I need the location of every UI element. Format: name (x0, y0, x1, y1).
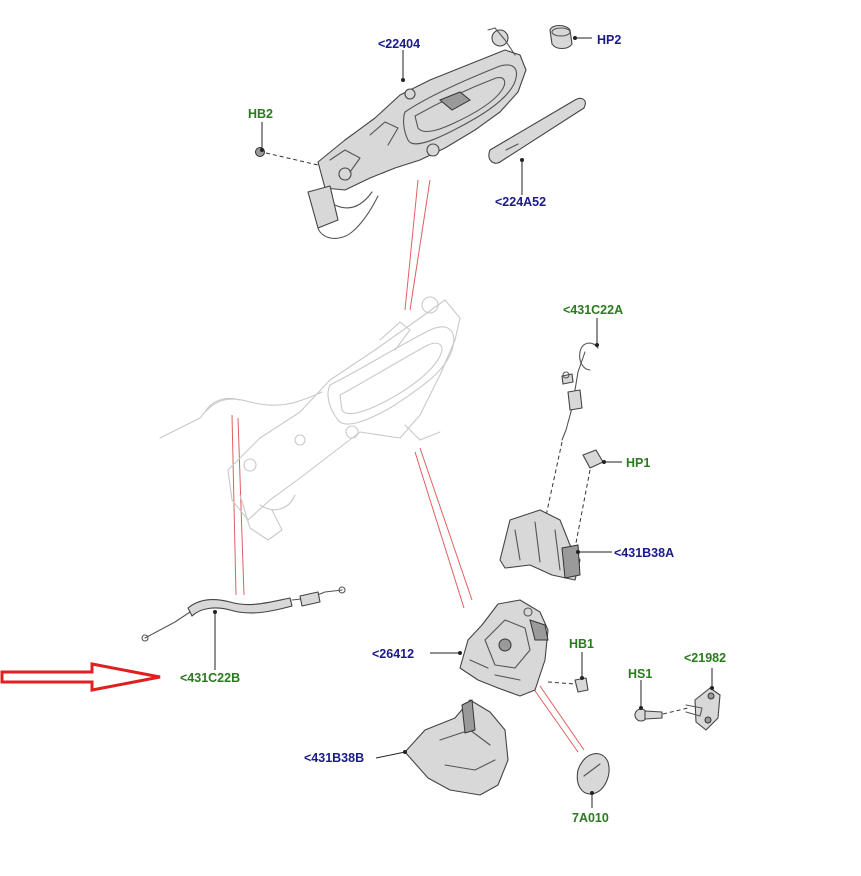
label-431b38a: <431B38A (614, 546, 674, 560)
label-hb1: HB1 (569, 637, 594, 651)
label-431b38b: <431B38B (304, 751, 364, 765)
cable-431c22a (543, 342, 599, 549)
bracket-431b38a (499, 509, 581, 581)
trim-strip-224a52 (488, 97, 586, 164)
guide-lines (231, 179, 585, 753)
bracket-431b38b (404, 699, 509, 796)
label-21982: <21982 (684, 651, 726, 665)
cover-7a010 (576, 753, 610, 795)
cap-hp1 (582, 449, 604, 469)
handle-assembly-22404 (307, 27, 527, 239)
cable-431c22b (141, 586, 346, 642)
label-431c22a: <431C22A (563, 303, 623, 317)
label-7a010: 7A010 (572, 811, 609, 825)
screw-hs1 (634, 707, 689, 722)
bolt-hb2 (255, 147, 319, 166)
red-pointer-arrow (0, 662, 161, 692)
label-224a52: <224A52 (495, 195, 546, 209)
part-labels: <22404 HP2 HB2 <224A52 <431C22A HP1 <431… (180, 33, 726, 825)
cap-hp2 (549, 24, 573, 50)
label-hb2: HB2 (248, 107, 273, 121)
striker-21982 (685, 687, 721, 731)
label-hp1: HP1 (626, 456, 650, 470)
label-22404: <22404 (378, 37, 420, 51)
bolt-hb1 (547, 677, 589, 693)
leader-lines (213, 36, 714, 808)
label-26412: <26412 (372, 647, 414, 661)
label-hs1: HS1 (628, 667, 652, 681)
ghost-handle-assembly (159, 296, 461, 541)
label-431c22b: <431C22B (180, 671, 240, 685)
latch-26412 (459, 599, 549, 697)
label-hp2: HP2 (597, 33, 621, 47)
